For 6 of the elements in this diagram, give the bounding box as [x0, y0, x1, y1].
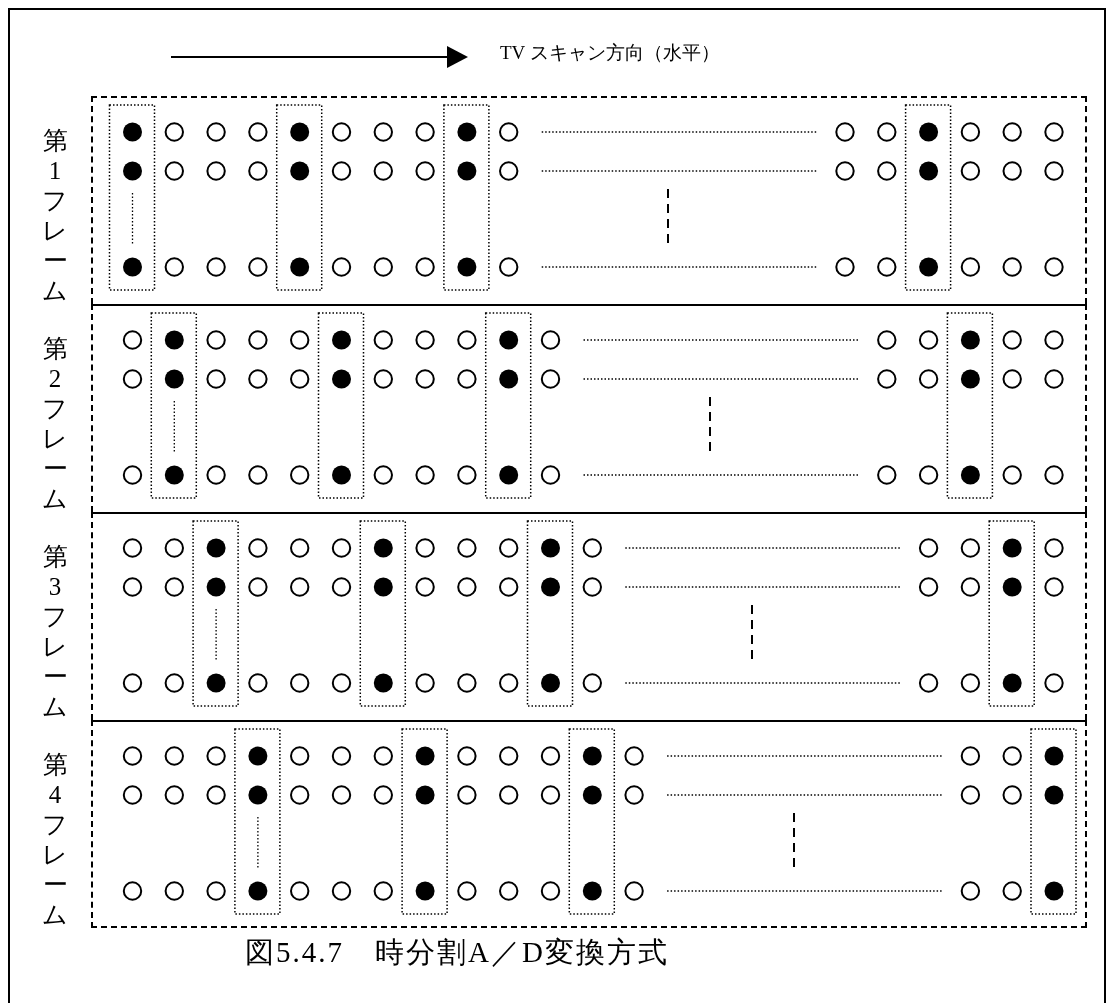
frame-label: 第2フレーム	[41, 334, 69, 514]
direction-label: TV スキャン方向（水平）	[500, 41, 720, 65]
figure-caption: 図5.4.7 時分割A／D変換方式	[245, 935, 669, 970]
frame-label: 第1フレーム	[41, 126, 69, 306]
frame-label: 第3フレーム	[41, 542, 69, 722]
frame-label: 第4フレーム	[41, 750, 69, 930]
